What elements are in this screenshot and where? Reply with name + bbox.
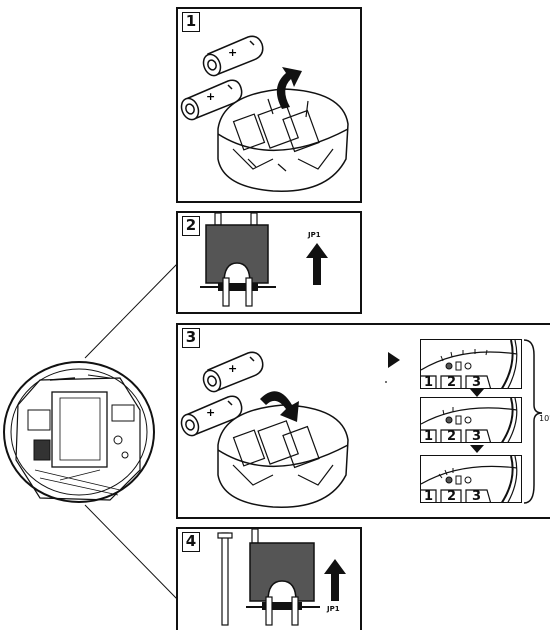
step-3-number: 3 xyxy=(182,328,200,348)
jumper-label: JP1 xyxy=(308,231,321,239)
indicator-frame-1: 1 2 3 xyxy=(420,339,522,389)
indicator-digit-3: 3 xyxy=(472,375,482,389)
battery-plus-sign-2: + xyxy=(206,90,215,103)
indicator-digit-1: 1 xyxy=(424,429,434,443)
battery-plus-sign-4: + xyxy=(206,406,215,419)
indicator-frame-2-art xyxy=(421,398,518,442)
duration-label: 10' xyxy=(539,414,550,423)
indicator-digit-2: 2 xyxy=(447,489,457,503)
battery-reinsertion-illustration: + + xyxy=(180,339,543,508)
curved-arrow-icon xyxy=(276,67,302,109)
up-arrow-icon xyxy=(306,243,328,285)
step-1-panel: 1 + + xyxy=(176,7,362,203)
jumper-label: JP1 xyxy=(327,605,340,613)
step-3-panel: 3 + + xyxy=(176,323,550,519)
indicator-digit-3: 3 xyxy=(472,489,482,503)
indicator-digit-2: 2 xyxy=(447,429,457,443)
curved-down-arrow-icon xyxy=(260,391,299,422)
indicator-digit-3: 3 xyxy=(472,429,482,443)
step-4-number: 4 xyxy=(182,532,200,552)
indicator-digit-1: 1 xyxy=(424,375,434,389)
step-4-panel: 4 JP1 xyxy=(176,527,362,630)
battery-plus-sign-3: + xyxy=(228,362,237,375)
indicator-digit-1: 1 xyxy=(424,489,434,503)
jumper-jp1-illustration xyxy=(200,212,328,307)
indicator-frame-3: 1 2 3 xyxy=(420,455,522,503)
step-1-number: 1 xyxy=(182,12,200,32)
up-arrow-icon xyxy=(324,559,346,601)
step-2-number: 2 xyxy=(182,216,200,236)
jumper-jp1-removed-illustration xyxy=(217,528,346,626)
battery-insertion-illustration: + + xyxy=(180,35,349,192)
indicator-frame-3-art xyxy=(421,456,518,502)
down-arrow-icon-1 xyxy=(470,389,484,397)
indicator-digit-2: 2 xyxy=(447,375,457,389)
duration-brace xyxy=(523,339,543,504)
indicator-frame-1-art xyxy=(421,340,518,388)
play-arrow-icon xyxy=(388,352,400,368)
step-2-panel: 2 JP1 xyxy=(176,211,362,314)
down-arrow-icon-2 xyxy=(470,445,484,453)
indicator-frame-2: 1 2 3 xyxy=(420,397,522,443)
battery-plus-sign-1: + xyxy=(228,46,237,59)
